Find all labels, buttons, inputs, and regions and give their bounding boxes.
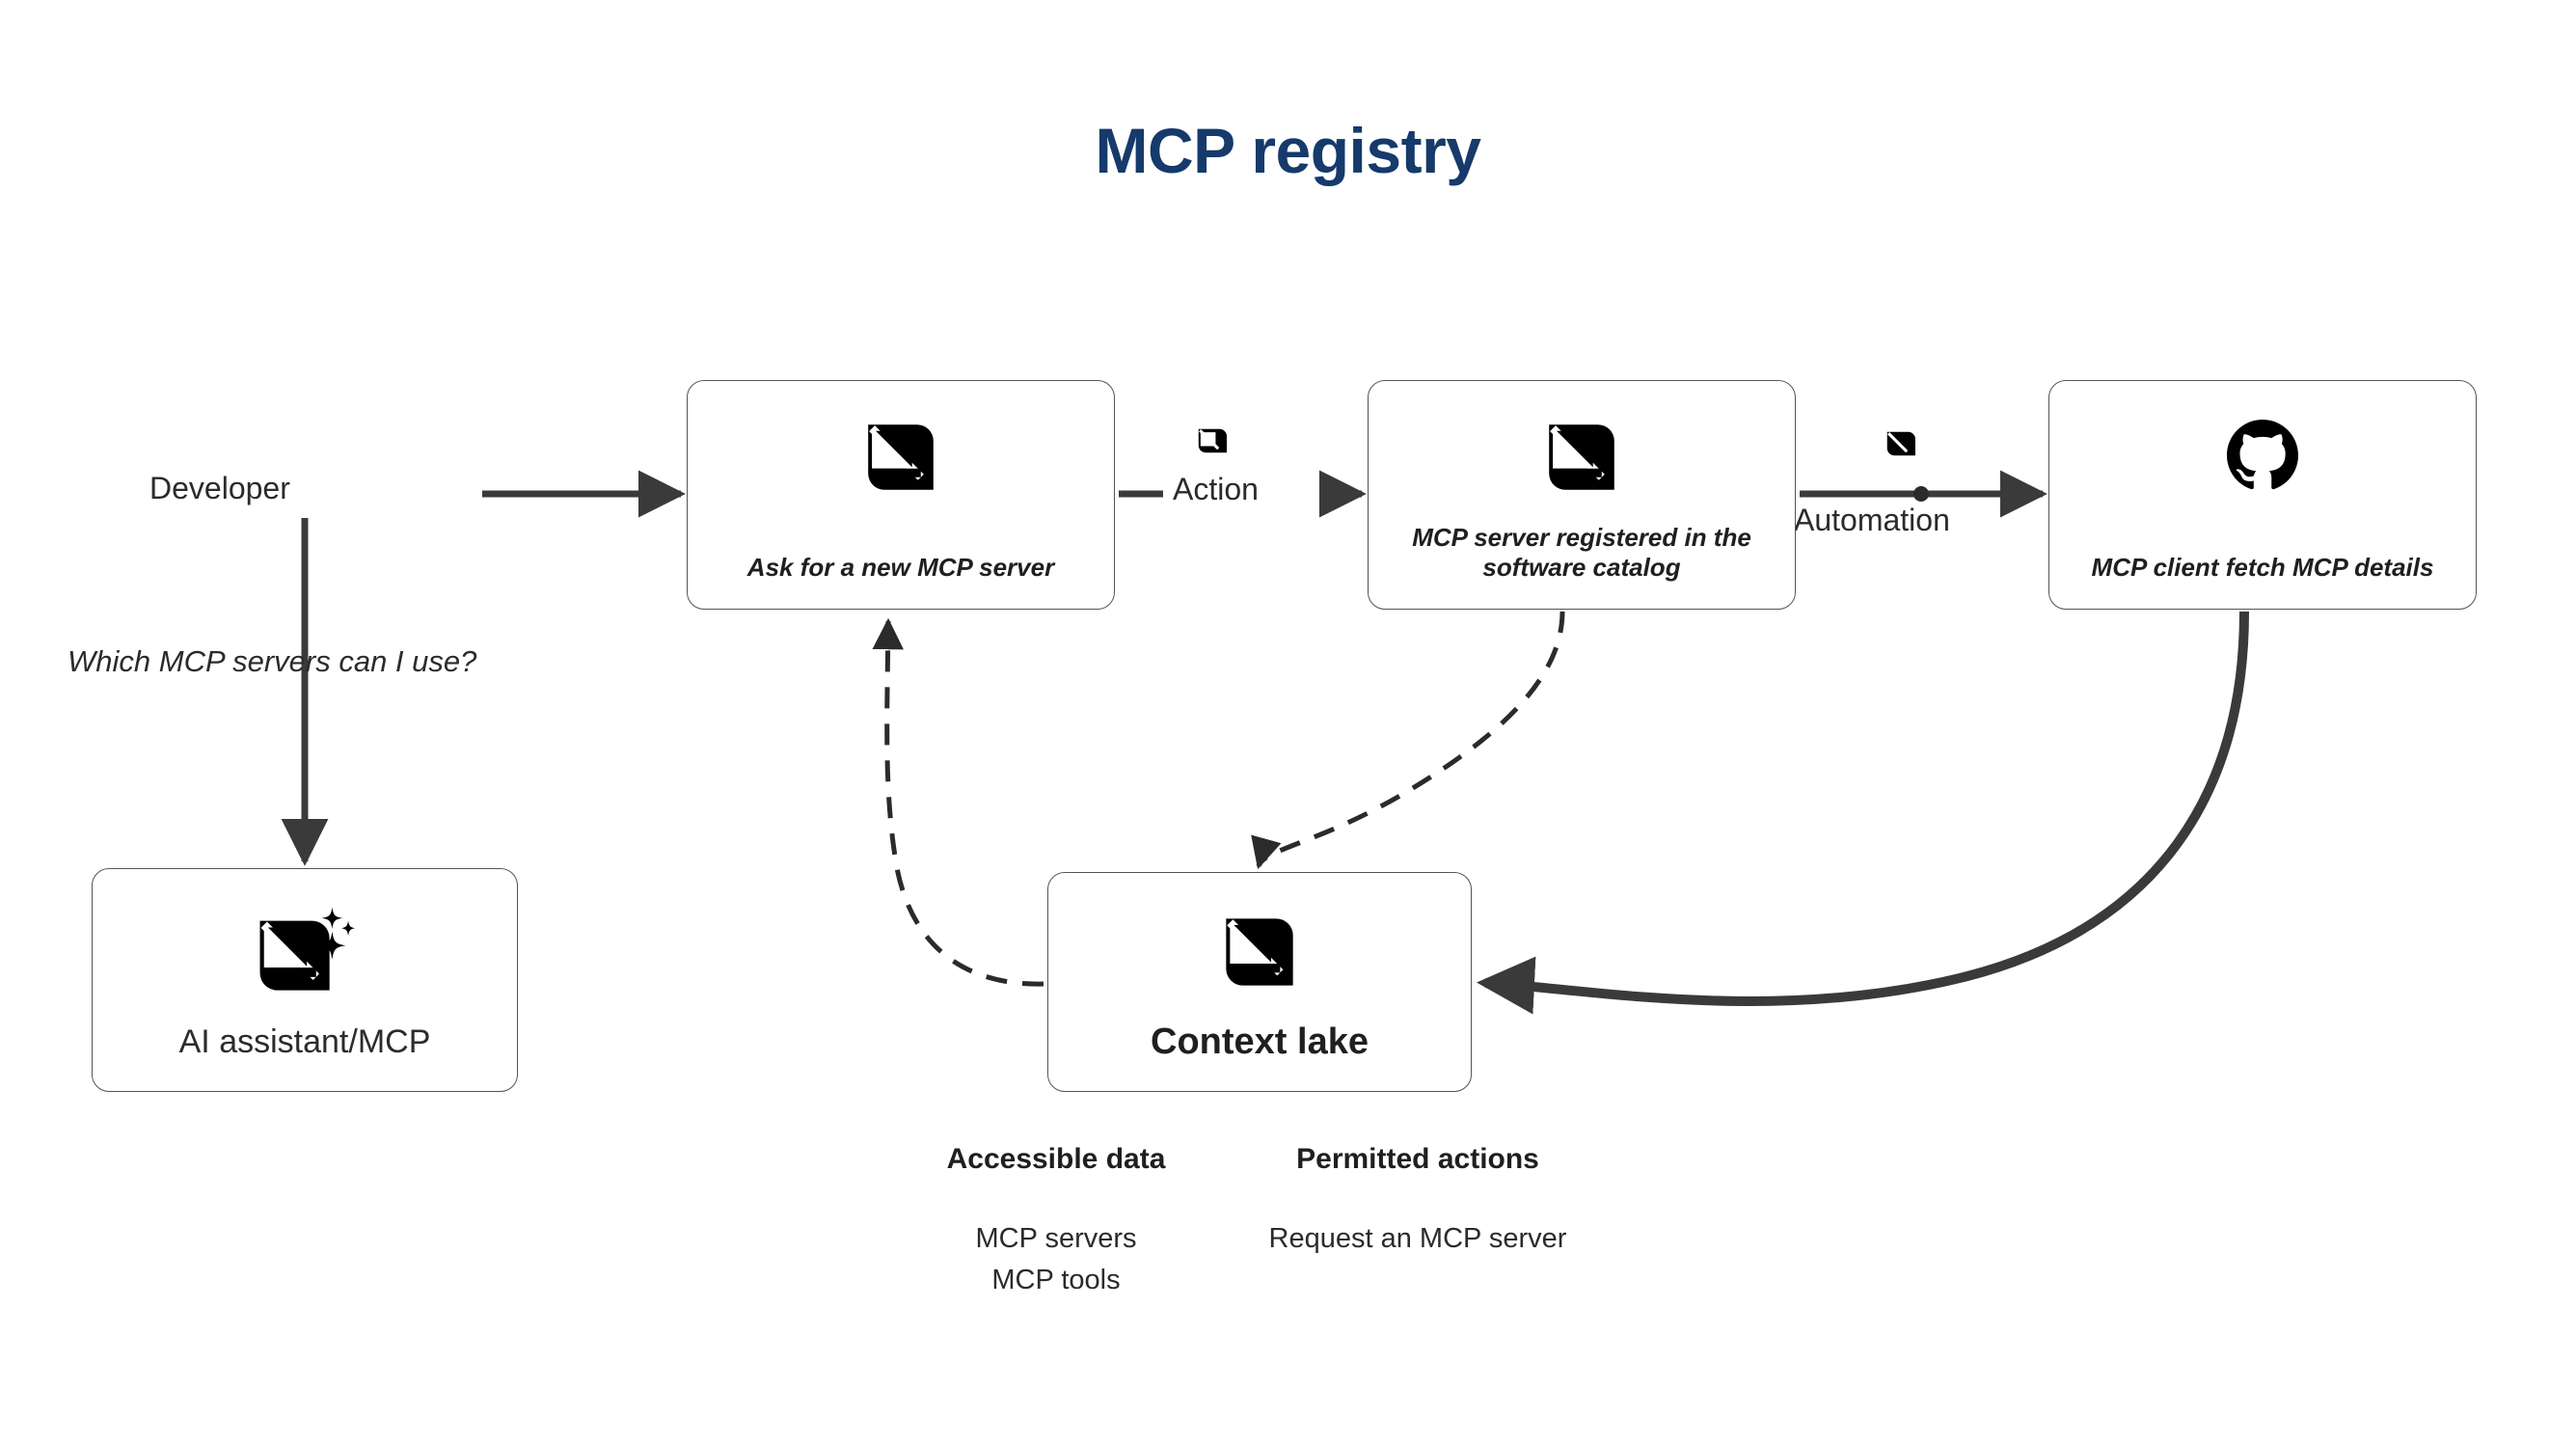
mcp-icon [1194, 424, 1227, 462]
edge-registered-to-fetch [1800, 470, 2047, 518]
edge-registered-to-lake [1251, 611, 1565, 870]
legend-accessible-data: Accessible data MCP servers MCP tools [897, 1143, 1215, 1301]
legend: Accessible data MCP servers MCP tools Pe… [897, 1143, 1688, 1301]
node-ask-new-server[interactable]: Ask for a new MCP server [687, 380, 1115, 610]
edge-fetch-to-lake [1477, 611, 2249, 1015]
node-context-lake[interactable]: Context lake [1047, 872, 1472, 1092]
mcp-icon [1544, 420, 1619, 500]
legend-item: MCP tools [991, 1264, 1121, 1295]
node-registered-catalog[interactable]: MCP server registered in the software ca… [1368, 380, 1796, 610]
developer-label: Developer [149, 471, 290, 505]
node-ai-assistant[interactable]: AI assistant/MCP [92, 868, 518, 1092]
sparkle-large-icon [318, 931, 346, 960]
mcp-icon [1221, 913, 1298, 995]
mcp-sparkle-icon [255, 906, 355, 995]
mcp-icon [1883, 427, 1915, 465]
legend-heading: Accessible data [946, 1143, 1166, 1175]
node-label: MCP server registered in the software ca… [1412, 522, 1751, 583]
node-client-fetch[interactable]: MCP client fetch MCP details [2048, 380, 2477, 610]
page-title: MCP registry [1095, 115, 1481, 186]
sparkle-small-icon [321, 907, 343, 929]
legend-permitted-actions: Permitted actions Request an MCP server [1215, 1143, 1620, 1260]
github-icon [2227, 420, 2298, 496]
edge-label-action: Action [1173, 472, 1259, 506]
mcp-icon [863, 420, 938, 500]
edge-midpoint-dot [1913, 486, 1929, 502]
node-label: MCP client fetch MCP details [2091, 553, 2434, 583]
legend-item: MCP servers [975, 1223, 1137, 1254]
edge-label-automation: Automation [1794, 503, 1950, 537]
edge-lake-to-ask [872, 617, 1044, 987]
legend-heading: Permitted actions [1296, 1143, 1539, 1175]
legend-item: Request an MCP server [1268, 1223, 1567, 1254]
node-label: AI assistant/MCP [178, 1022, 431, 1060]
sparkle-medium-icon [341, 920, 355, 936]
developer-question-label: Which MCP servers can I use? [68, 644, 477, 678]
node-label: Ask for a new MCP server [746, 553, 1055, 583]
node-label: Context lake [1151, 1021, 1369, 1062]
